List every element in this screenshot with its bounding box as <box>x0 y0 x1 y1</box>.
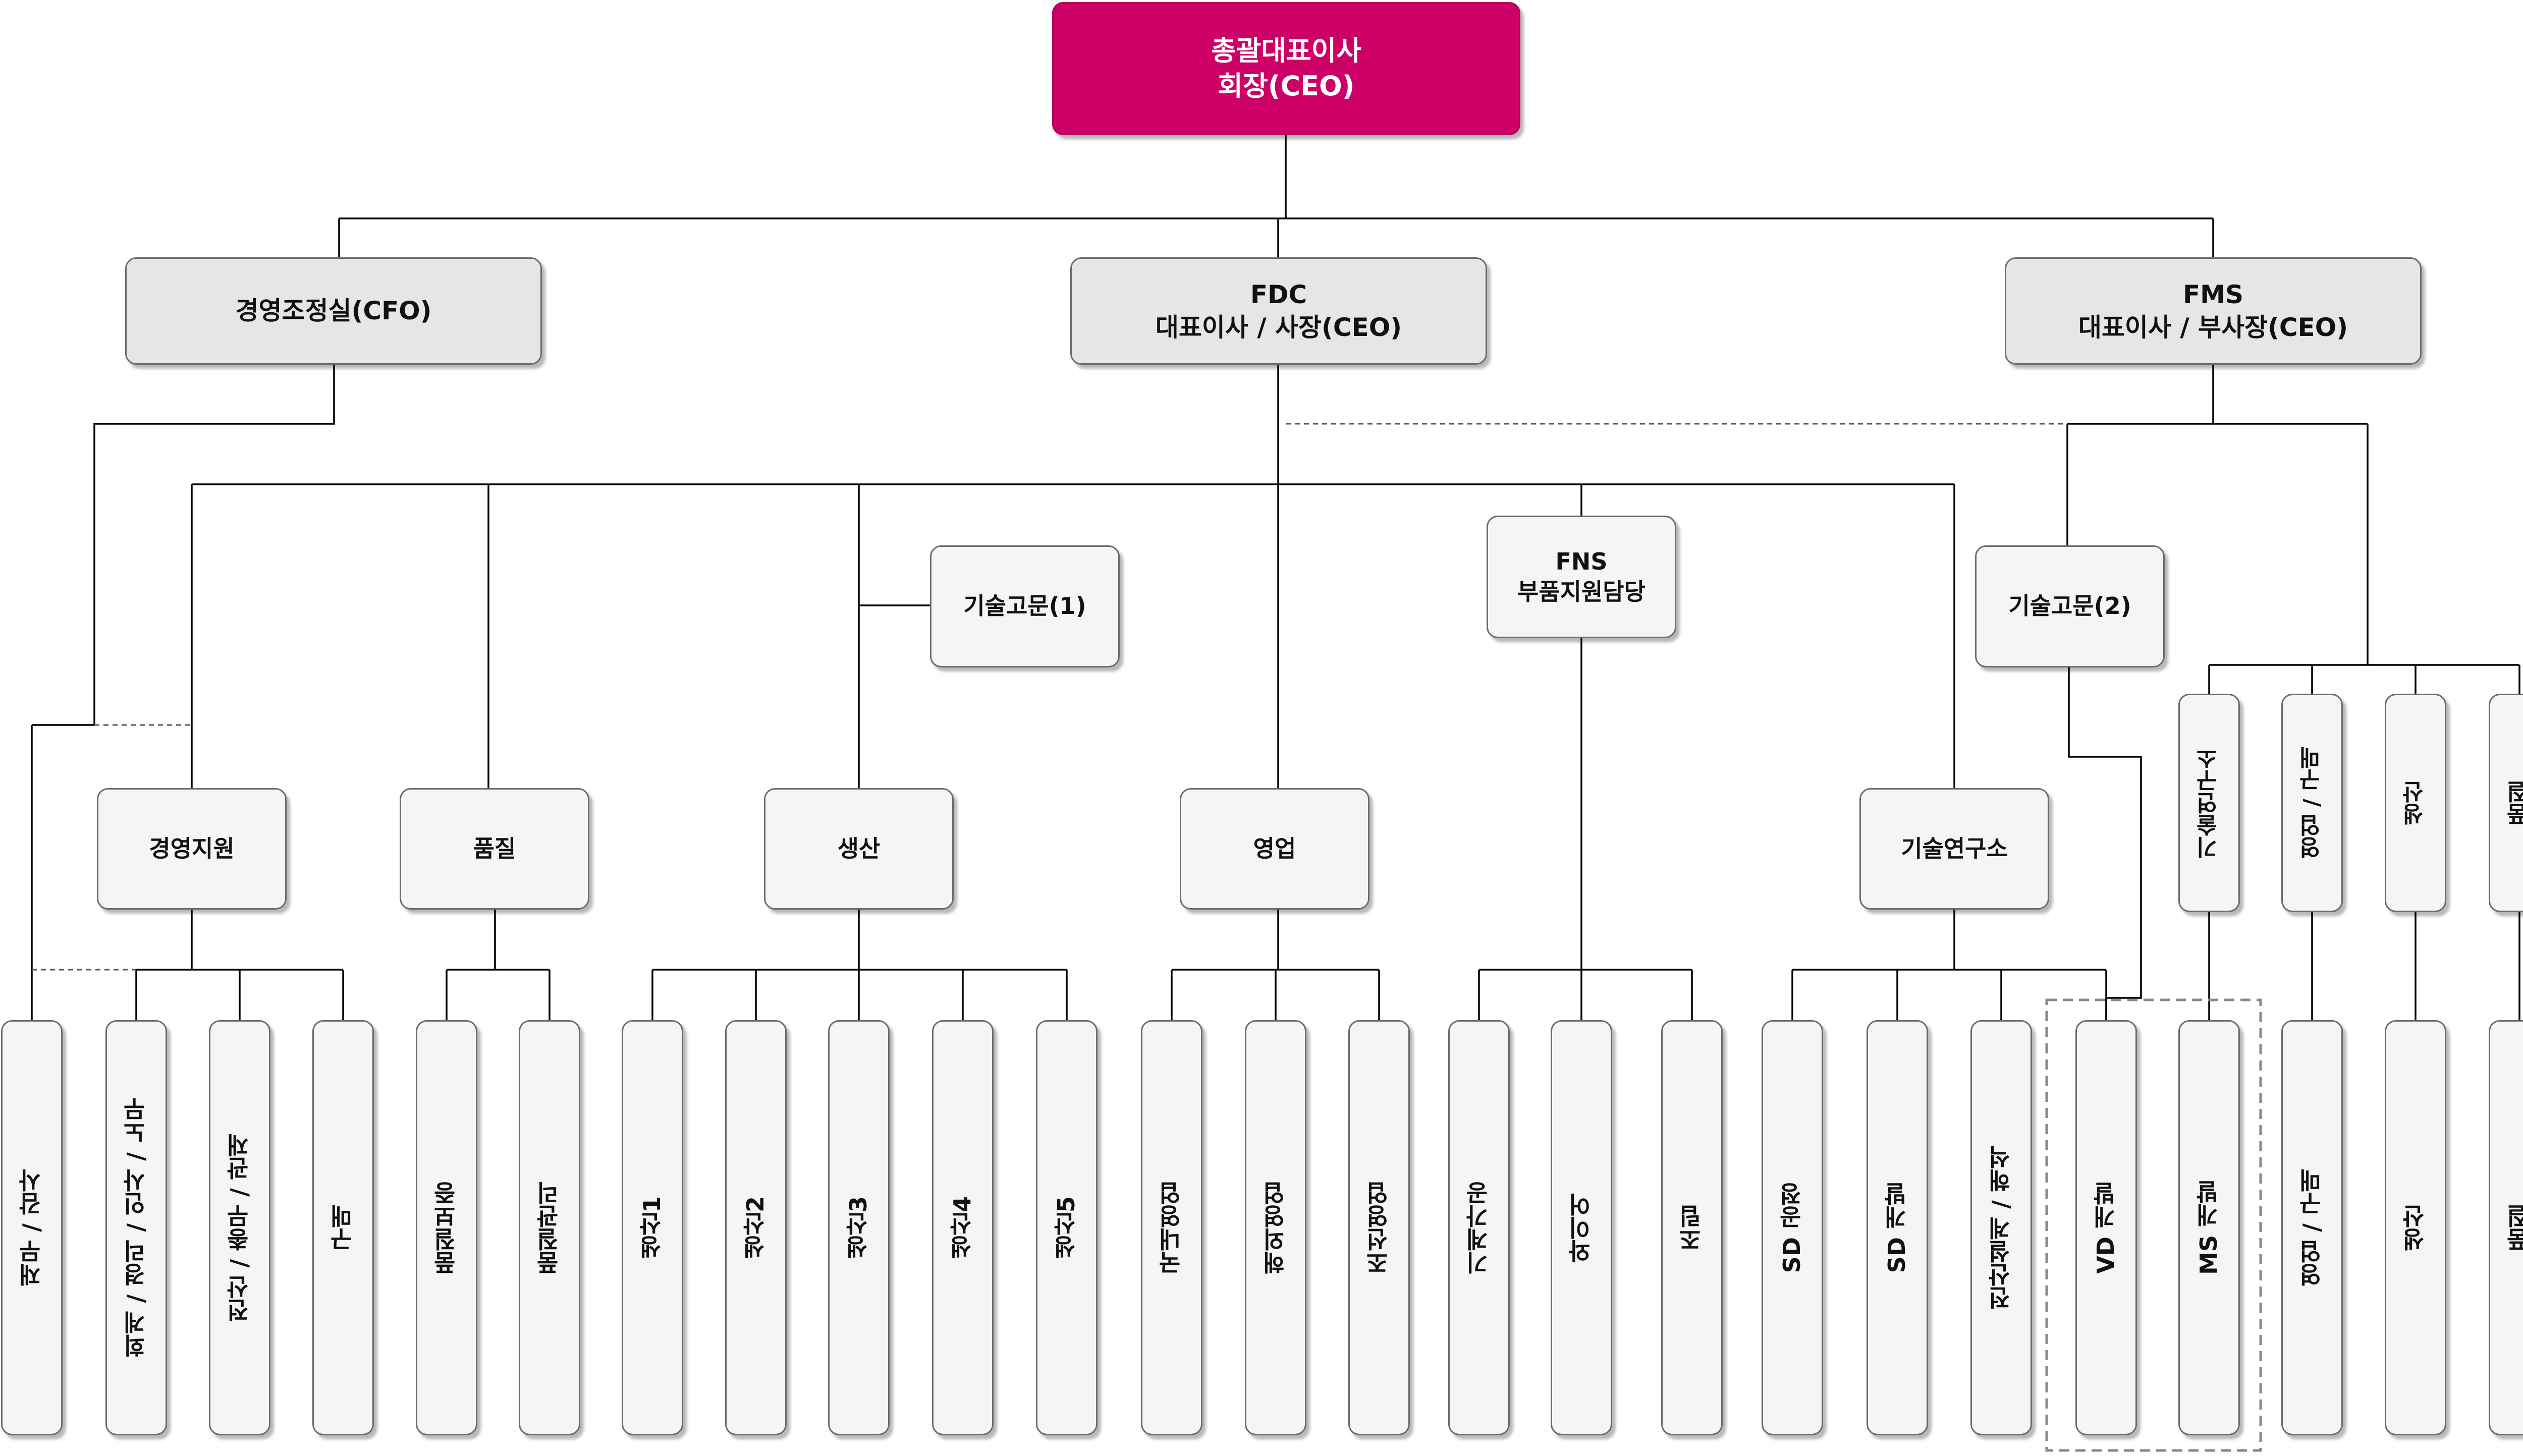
dept-rnd-label: 기술연구소 <box>1901 834 2008 862</box>
team-wire-label: 와이어 <box>1567 1193 1595 1263</box>
advisor-2-label: 기술고문(2) <box>2008 592 2131 620</box>
team-fms-quality: 품질 <box>2489 1020 2523 1435</box>
fms-name: FMS <box>2183 279 2243 309</box>
fdc-box: FDC 대표이사 / 사장(CEO) <box>1070 257 1487 365</box>
team-prod3-label: 생산3 <box>845 1196 872 1259</box>
team-qc: 품질관리 <box>519 1020 580 1435</box>
team-assembly-label: 조립 <box>1678 1204 1706 1251</box>
fns-name: FNS <box>1555 547 1608 575</box>
team-qa-label: 품질보증 <box>432 1181 460 1274</box>
team-vd-dev-label: VD 개발 <box>2092 1182 2120 1274</box>
team-shipbuilding-sales: 조선영업 <box>1348 1020 1410 1435</box>
team-finance-audit-label: 재무 / 감사 <box>18 1169 45 1286</box>
fns-role: 부품지원담당 <box>1517 578 1646 605</box>
fms-role: 대표이사 / 부사장(CEO) <box>2078 312 2348 342</box>
team-prod3: 생산3 <box>828 1020 890 1435</box>
dept-sales: 영업 <box>1180 788 1369 910</box>
team-ms-dev-label: MS 개발 <box>2195 1181 2223 1275</box>
team-prod5: 생산5 <box>1036 1020 1098 1435</box>
fms-dept-sales-purchase-label: 영업 / 구매 <box>2299 747 2325 859</box>
team-domestic-sales-label: 국내영업 <box>1158 1181 1185 1274</box>
team-accounting-hr: 회계 / 경리 / 인사 / 노무 <box>105 1020 167 1435</box>
fdc-name: FDC <box>1250 279 1307 309</box>
team-prod1-label: 생산1 <box>638 1196 666 1259</box>
fms-dept-quality: 품질 <box>2489 694 2523 912</box>
fns-box: FNS 부품지원담당 <box>1487 516 1676 638</box>
team-sd-dev: SD 개발 <box>1867 1020 1928 1435</box>
fms-dept-quality-label: 품질 <box>2506 780 2523 825</box>
dept-sales-label: 영업 <box>1253 834 1296 862</box>
cfo-label: 경영조정실(CFO) <box>235 296 432 325</box>
fms-dept-rnd-label: 기술연구소 <box>2196 747 2222 859</box>
fms-dept-rnd: 기술연구소 <box>2178 694 2240 912</box>
team-prod4: 생산4 <box>932 1020 994 1435</box>
team-purchase: 구매 <box>312 1020 374 1435</box>
team-analysis-label: 전산설계 / 해석 <box>1987 1146 2015 1310</box>
team-fms-sales-purchase-label: 영업 / 구매 <box>2298 1169 2326 1286</box>
team-ms-dev: MS 개발 <box>2178 1020 2240 1435</box>
dev-group-dashed-frame <box>2045 998 2262 1452</box>
team-sd-process: SD 공정 <box>1762 1020 1823 1435</box>
team-sd-dev-label: SD 개발 <box>1883 1182 1911 1273</box>
team-qc-label: 품질관리 <box>535 1181 563 1274</box>
team-wire: 와이어 <box>1551 1020 1612 1435</box>
fms-dept-production-label: 생산 <box>2402 780 2429 825</box>
dept-quality-label: 품질 <box>473 834 516 862</box>
team-overseas-sales: 해외영업 <box>1245 1020 1306 1435</box>
team-prod2: 생산2 <box>725 1020 787 1435</box>
team-fms-production-label: 생산 <box>2401 1204 2429 1251</box>
ceo-box: 총괄대표이사 회장(CEO) <box>1052 2 1520 135</box>
team-machining: 기계가공 <box>1448 1020 1510 1435</box>
team-fms-quality-label: 품질 <box>2505 1204 2523 1251</box>
team-analysis: 전산설계 / 해석 <box>1970 1020 2032 1435</box>
advisor-1-box: 기술고문(1) <box>930 545 1120 667</box>
dept-rnd: 기술연구소 <box>1859 788 2049 910</box>
team-purchase-label: 구매 <box>329 1204 357 1251</box>
cfo-box: 경영조정실(CFO) <box>125 257 542 365</box>
team-accounting-hr-label: 회계 / 경리 / 인사 / 노무 <box>122 1098 150 1358</box>
team-machining-label: 기계가공 <box>1465 1181 1493 1274</box>
dept-mgmt-support: 경영지원 <box>97 788 287 910</box>
fms-dept-production: 생산 <box>2385 694 2446 912</box>
team-overseas-sales-label: 해외영업 <box>1262 1181 1289 1274</box>
team-fms-sales-purchase: 영업 / 구매 <box>2281 1020 2343 1435</box>
team-it-general: 전산 / 총무 / 관재 <box>209 1020 270 1435</box>
team-finance-audit: 재무 / 감사 <box>1 1020 63 1435</box>
team-sd-process-label: SD 공정 <box>1778 1182 1806 1273</box>
fms-dept-sales-purchase: 영업 / 구매 <box>2281 694 2343 912</box>
ceo-title: 총괄대표이사 <box>1211 34 1362 67</box>
dept-quality: 품질 <box>400 788 589 910</box>
team-qa: 품질보증 <box>416 1020 477 1435</box>
team-vd-dev: VD 개발 <box>2075 1020 2137 1435</box>
team-prod1: 생산1 <box>622 1020 683 1435</box>
team-assembly: 조립 <box>1661 1020 1723 1435</box>
team-domestic-sales: 국내영업 <box>1141 1020 1202 1435</box>
advisor-2-box: 기술고문(2) <box>1975 545 2165 667</box>
team-shipbuilding-sales-label: 조선영업 <box>1365 1181 1393 1274</box>
team-prod2-label: 생산2 <box>742 1196 770 1259</box>
ceo-role: 회장(CEO) <box>1218 70 1355 102</box>
fms-box: FMS 대표이사 / 부사장(CEO) <box>2005 257 2422 365</box>
fdc-role: 대표이사 / 사장(CEO) <box>1155 312 1402 342</box>
dept-mgmt-support-label: 경영지원 <box>149 834 235 862</box>
team-it-general-label: 전산 / 총무 / 관재 <box>226 1133 253 1322</box>
dept-production: 생산 <box>764 788 954 910</box>
team-prod4-label: 생산4 <box>949 1196 976 1259</box>
team-prod5-label: 생산5 <box>1053 1196 1080 1259</box>
advisor-1-label: 기술고문(1) <box>963 592 1086 620</box>
team-fms-production: 생산 <box>2385 1020 2446 1435</box>
dept-production-label: 생산 <box>837 834 881 862</box>
